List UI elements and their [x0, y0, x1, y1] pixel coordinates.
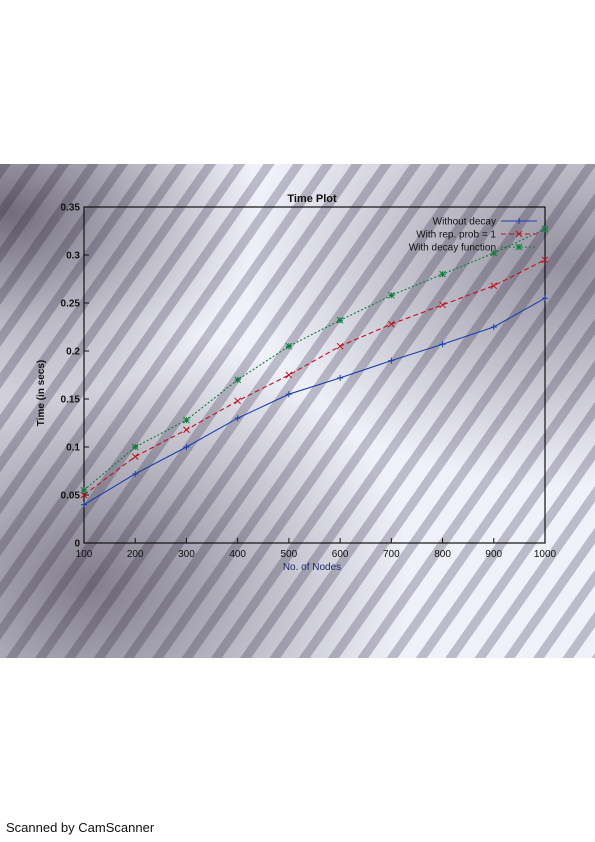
y-axis-label: Time (in secs)	[36, 360, 47, 427]
x-tick-label: 100	[76, 549, 93, 560]
y-tick-label: 0.35	[61, 203, 81, 214]
y-tick-label: 0.05	[61, 491, 81, 502]
data-point-series-1	[388, 357, 395, 364]
data-point-series-1	[183, 444, 190, 450]
data-point-series-3	[387, 291, 395, 299]
x-tick-label: 700	[383, 549, 400, 560]
data-point-series-3	[439, 270, 446, 278]
legend-label: Without decay	[433, 217, 496, 228]
legend-marker	[515, 243, 523, 251]
data-point-series-2	[80, 491, 88, 499]
data-point-series-1	[285, 391, 292, 398]
data-point-series-1	[490, 324, 497, 330]
legend-marker	[515, 230, 523, 238]
time-plot-chart: Time Plot No. of Nodes Time (in secs) 10…	[36, 193, 557, 573]
data-point-series-1	[542, 295, 548, 302]
data-point-series-3	[234, 376, 242, 384]
data-point-series-1	[132, 470, 139, 477]
data-point-series-3	[490, 249, 498, 257]
x-tick-label: 1000	[534, 549, 557, 560]
plot-frame	[83, 206, 546, 544]
x-tick-label: 200	[127, 549, 144, 560]
y-tick-label: 0.1	[66, 443, 80, 454]
x-tick-label: 300	[178, 549, 195, 560]
series-line-2	[83, 259, 546, 496]
legend-label: With rep. prob = 1	[416, 230, 496, 241]
data-point-series-3	[183, 416, 190, 424]
x-tick-label: 800	[434, 549, 451, 560]
x-tick-label: 500	[281, 549, 298, 560]
data-point-series-3	[336, 316, 344, 324]
legend-label: With decay function	[409, 243, 496, 254]
series-line-3	[83, 228, 546, 491]
y-tick-label: 0.15	[61, 395, 81, 406]
data-point-series-2	[234, 397, 242, 405]
data-point-series-2	[541, 256, 549, 264]
y-tick-label: 0.3	[66, 251, 80, 262]
x-tick-label: 900	[485, 549, 502, 560]
x-tick-label: 600	[332, 549, 349, 560]
data-point-series-1	[81, 501, 87, 508]
data-point-series-1	[234, 415, 241, 422]
data-point-series-2	[336, 342, 344, 350]
data-point-series-3	[285, 342, 293, 350]
y-tick-label: 0.2	[66, 347, 80, 358]
data-point-series-2	[387, 320, 395, 328]
x-axis-label: No. of Nodes	[283, 562, 341, 573]
scanned-photo-background	[0, 164, 595, 658]
data-point-series-2	[490, 282, 498, 290]
data-point-series-1	[439, 341, 446, 348]
series-lines	[80, 225, 549, 508]
axis-ticks: 100 200 300 400 500 600 700 800 900 1000 0 0.05 0.1 0…	[61, 203, 557, 561]
x-tick-label: 400	[229, 549, 246, 560]
series-line-1	[83, 297, 546, 506]
chart-title: Time Plot	[287, 193, 337, 205]
data-point-series-2	[439, 301, 446, 309]
data-point-series-3	[131, 443, 139, 451]
data-point-series-2	[131, 453, 139, 460]
data-point-series-1	[337, 374, 344, 381]
data-point-series-3	[541, 225, 549, 233]
data-point-series-3	[80, 486, 88, 494]
y-tick-label: 0.25	[61, 299, 81, 310]
data-point-series-2	[285, 371, 293, 379]
y-tick-label: 0	[74, 539, 80, 550]
scanner-footer-text: Scanned by CamScanner	[6, 820, 155, 835]
data-point-series-2	[183, 426, 190, 434]
legend-marker	[516, 218, 522, 224]
